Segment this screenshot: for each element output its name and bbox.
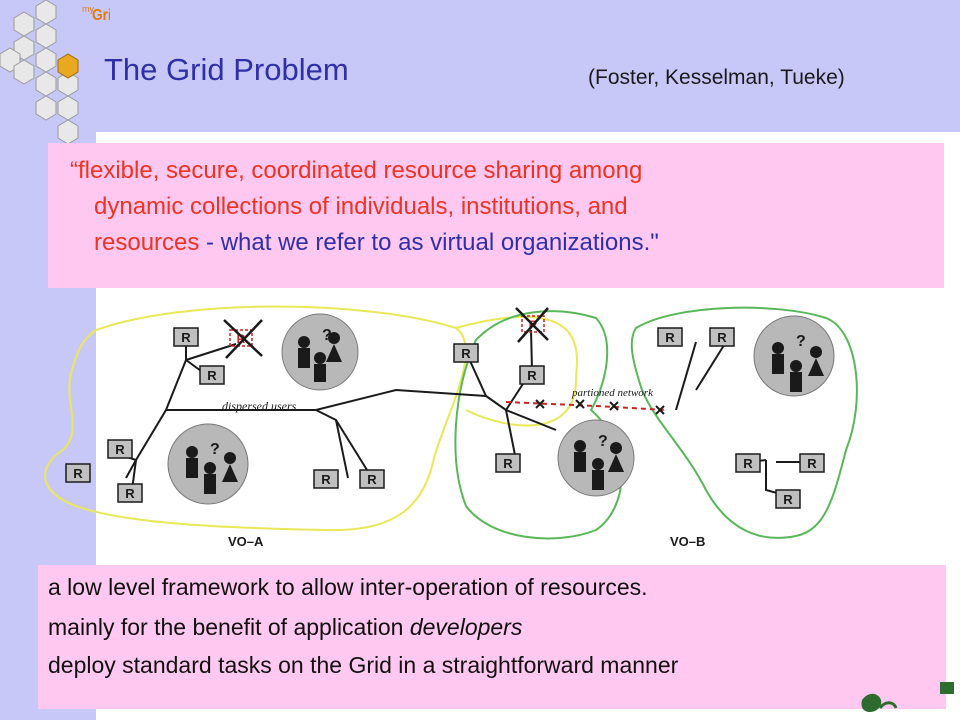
resource-label: R [73, 466, 83, 481]
user-figures [574, 440, 624, 490]
definition-quote: “flexible, secure, coordinated resource … [70, 153, 930, 261]
logo-hex [35, 23, 57, 49]
user-figures [186, 446, 238, 494]
quote-box [48, 143, 944, 288]
resource-node [709, 327, 735, 347]
citation-authors: (Foster, Kesselman, Tueke) [588, 66, 845, 89]
link [530, 329, 533, 371]
vo-a-outline [44, 305, 467, 532]
logo-superscript: my [82, 4, 94, 14]
resource-node [657, 327, 683, 347]
summary-box [38, 565, 946, 709]
resource-label: R [115, 442, 125, 457]
resource-label: R [207, 368, 217, 383]
unknown-mark: ? [322, 327, 332, 344]
summary-line-3: deploy standard tasks on the Grid in a s… [48, 652, 679, 678]
resource-node [735, 453, 761, 473]
partitioned-link [505, 401, 667, 411]
quote-line-2: dynamic collections of individuals, inst… [94, 193, 628, 220]
header-band [96, 0, 960, 132]
unknown-mark: ? [210, 441, 220, 458]
logo-word: Grid [92, 7, 110, 24]
user-figures [298, 332, 342, 382]
vo-b-outline [630, 306, 858, 539]
resource-node [107, 439, 133, 459]
resource-node [313, 469, 339, 489]
resource-node [775, 489, 801, 509]
break-mark [609, 401, 619, 411]
logo-hex [35, 47, 57, 73]
logo-hex [57, 119, 79, 145]
summary-line-1: a low level framework to allow inter-ope… [48, 574, 648, 600]
break-mark [655, 405, 665, 415]
unavailable-resource-label: R [237, 332, 246, 346]
vo-a-outline-inner [455, 315, 578, 427]
logo-hex [35, 95, 57, 121]
virtual-organization-diagram: ? ? ? ? R R R R R R R R R R R R R R R [44, 305, 858, 549]
link [485, 395, 517, 461]
resource-label: R [367, 472, 377, 487]
resource-node [519, 365, 545, 385]
quote-resources: resources [94, 229, 200, 256]
vo-b-label: VO–B [670, 534, 705, 549]
unknown-mark: ? [796, 333, 806, 350]
user-crowd [557, 419, 635, 497]
summary-developers: developers [409, 614, 523, 640]
resource-label: R [743, 456, 753, 471]
resource-node [799, 453, 825, 473]
link [166, 388, 487, 411]
vo-b-partition-outline [454, 310, 623, 540]
break-mark [575, 399, 585, 409]
unavailable-resource-node [521, 315, 545, 333]
resource-node [495, 453, 521, 473]
logo-hex [13, 59, 35, 85]
resource-label: R [321, 472, 331, 487]
link [185, 343, 237, 361]
unknown-mark: ? [598, 433, 608, 450]
logo-hex [35, 0, 57, 25]
link [315, 409, 349, 479]
link [695, 341, 727, 391]
resource-label: R [461, 346, 471, 361]
quote-line-3: resources - what we refer to as virtual … [70, 225, 930, 261]
resource-node [359, 469, 385, 489]
resource-node [199, 365, 225, 385]
break-mark [535, 399, 545, 409]
vo-a-label: VO–A [228, 534, 264, 549]
resource-label: R [807, 456, 817, 471]
mygrid-logo: my Grid [0, 0, 110, 145]
resource-label: R [665, 330, 675, 345]
resource-node [65, 463, 91, 483]
summary-line-2: mainly for the benefit of application de… [48, 614, 522, 641]
summary-line-2-text: mainly for the benefit of application [48, 614, 410, 640]
user-figures [772, 342, 824, 392]
cross-out-mark [223, 319, 263, 359]
resource-node [117, 483, 143, 503]
slide-title: The Grid Problem [104, 52, 349, 87]
resource-label: R [783, 492, 793, 507]
resource-node [173, 327, 199, 347]
link [675, 341, 697, 411]
resource-label: R [181, 330, 191, 345]
link [505, 409, 557, 431]
unavailable-resource-node [229, 329, 253, 347]
resource-node [453, 343, 479, 363]
logo-hex [13, 11, 35, 37]
quote-virtual-organizations: - what we refer to as virtual organizati… [199, 229, 659, 256]
cross-out-mark [515, 307, 549, 343]
logo-hex-highlight [57, 53, 79, 79]
resource-label: R [717, 330, 727, 345]
partitioned-network-label: partioned network [571, 387, 654, 399]
logo-hex [35, 71, 57, 97]
logo-hex [57, 95, 79, 121]
resource-label: R [125, 486, 135, 501]
resource-label: R [527, 368, 537, 383]
quote-line-1: “flexible, secure, coordinated resource … [70, 157, 643, 184]
partner-logo [861, 682, 954, 712]
resource-label: R [503, 456, 513, 471]
dispersed-users-label: dispersed users [222, 399, 297, 413]
link [335, 419, 373, 479]
